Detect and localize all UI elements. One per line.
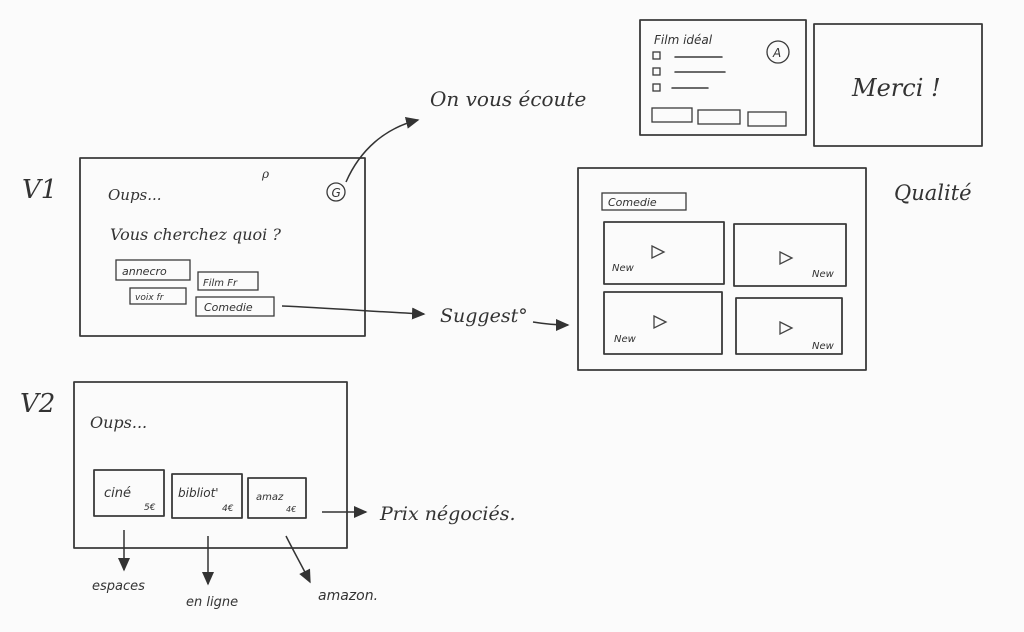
price-label: Prix négociés.	[379, 503, 516, 525]
v2-option-amazon-price: 4€	[286, 505, 296, 514]
video-card-3[interactable]: New	[603, 291, 723, 355]
v2-title: Oups...	[90, 413, 147, 432]
v2-option-amazon-label: amaz	[256, 492, 284, 503]
feedback-avatar-letter: A	[772, 46, 781, 60]
suggestions-arrow-label: Suggest°	[440, 305, 528, 327]
feedback-form-frame	[639, 19, 807, 136]
arrow-to-suggestion-panel	[532, 318, 570, 331]
feedback-form-title: Film idéal	[654, 33, 713, 47]
video-card-1-label: New	[612, 263, 635, 274]
v1-chip-2[interactable]: Film Fr	[197, 271, 259, 291]
play-icon	[653, 314, 668, 330]
arrow-to-feedback	[345, 117, 420, 183]
v2-option-cine[interactable]: ciné 5€	[93, 469, 165, 517]
arrow-down-amazon	[285, 535, 311, 584]
feedback-option-button-1[interactable]	[651, 107, 693, 123]
v1-question: Vous cherchez quoi ?	[110, 225, 281, 244]
thanks-text: Merci !	[851, 74, 941, 102]
v1-chip-4[interactable]: Comedie	[195, 296, 275, 317]
suggestions-filter-chip[interactable]: Comedie	[601, 192, 687, 211]
video-card-2-label: New	[812, 269, 835, 280]
quality-label: Qualité	[894, 181, 972, 205]
video-card-2[interactable]: New	[733, 223, 847, 287]
v2-option-bibliot[interactable]: bibliot' 4€	[171, 473, 243, 519]
v1-chip-3-label: voix fr	[135, 293, 165, 303]
v1-popup-frame	[79, 157, 366, 337]
v1-label: V1	[22, 175, 57, 205]
v1-title: Oups...	[108, 186, 162, 204]
feedback-avatar: A	[766, 40, 790, 64]
v1-pencil-mark: ρ	[261, 167, 269, 181]
suggestions-filter-chip-label: Comedie	[608, 196, 657, 209]
feedback-arrow-label: On vous écoute	[430, 87, 586, 111]
play-icon	[779, 250, 794, 266]
v2-popup-frame	[73, 381, 348, 549]
v2-option-bibliot-label: bibliot'	[178, 486, 219, 500]
v2-option-bibliot-price: 4€	[222, 504, 234, 514]
video-card-4[interactable]: New	[735, 297, 843, 355]
video-card-1[interactable]: New	[603, 221, 725, 285]
v1-badge[interactable]: G	[326, 182, 346, 202]
amazon-label: amazon.	[318, 588, 378, 604]
v1-chip-1[interactable]: annecro	[115, 259, 191, 281]
feedback-checkbox-list[interactable]	[652, 51, 726, 92]
suggestions-panel-frame	[577, 167, 867, 371]
arrow-to-suggestions	[281, 305, 426, 320]
v2-option-amazon[interactable]: amaz 4€	[247, 477, 307, 519]
video-card-4-label: New	[812, 341, 835, 352]
feedback-option-button-2[interactable]	[697, 109, 741, 125]
v1-chip-4-label: Comedie	[204, 301, 253, 314]
v2-option-cine-price: 5€	[144, 503, 156, 513]
espaces-label: espaces	[92, 579, 145, 594]
feedback-option-button-3[interactable]	[747, 111, 787, 127]
play-icon	[779, 320, 794, 336]
v2-label: V2	[20, 389, 55, 419]
v1-chip-2-label: Film Fr	[203, 278, 238, 289]
v1-chip-1-label: annecro	[122, 265, 167, 278]
en-ligne-label: en ligne	[186, 595, 238, 610]
v1-badge-letter: G	[332, 186, 341, 200]
v2-option-cine-label: ciné	[104, 486, 131, 501]
v1-chip-3[interactable]: voix fr	[129, 287, 187, 305]
thanks-frame	[813, 23, 983, 147]
video-card-3-label: New	[614, 334, 637, 345]
play-icon	[651, 244, 666, 260]
